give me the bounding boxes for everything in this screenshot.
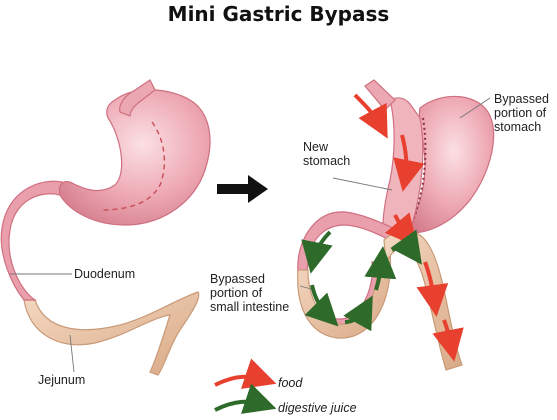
juice-arrow: [390, 229, 422, 265]
duodenum-label: Duodenum: [74, 267, 136, 281]
food-arrow: [353, 93, 388, 139]
jejunum-shape: [23, 291, 200, 376]
stomach-shape: [58, 89, 211, 226]
right-arrow-icon: [217, 175, 268, 203]
juice-arrow: [301, 230, 333, 274]
cut-line: [99, 121, 166, 211]
bypassed-stomach-label-line2: portion of: [494, 106, 547, 120]
food-arrow: [432, 319, 464, 362]
bypassed-stomach-leader: [459, 97, 491, 119]
bypassed-stomach-label-line1: Bypassed: [494, 92, 549, 106]
bypassed-intestine-label-line2: portion of: [210, 286, 263, 300]
food-arrow: [393, 134, 425, 192]
normal-anatomy: [0, 79, 211, 376]
bypass-anatomy: [297, 79, 495, 371]
new-esophagus-shape: [364, 79, 396, 111]
juice-arrow: [364, 246, 397, 291]
juice-arrow: [304, 284, 339, 327]
legend-food-label: food: [278, 376, 303, 390]
staple-line: [409, 117, 427, 229]
esophagus-shape: [119, 79, 156, 117]
new-stomach-label-line1: New: [303, 140, 329, 154]
juice-arrow: [343, 295, 373, 332]
legend-juice-label: digestive juice: [278, 401, 357, 415]
jejunum-label: Jejunum: [38, 373, 86, 387]
food-arrow: [416, 261, 449, 317]
jejunum-leader: [69, 334, 75, 373]
new-stomach-label-line2: stomach: [303, 154, 351, 168]
page-title: Mini Gastric Bypass: [167, 2, 390, 26]
legend-food-arrow: [214, 358, 277, 389]
bypassed-stomach-label-line3: stomach: [494, 120, 542, 134]
bypassed-intestine-label-line1: Bypassed: [210, 272, 265, 286]
juice-flow-arrows: [301, 229, 422, 332]
bypassed-intestine-label-line3: small intestine: [210, 300, 290, 314]
new-stomach-leader: [332, 177, 393, 191]
duodenum-shape: [0, 180, 63, 301]
legend-juice-arrow: [214, 383, 277, 414]
